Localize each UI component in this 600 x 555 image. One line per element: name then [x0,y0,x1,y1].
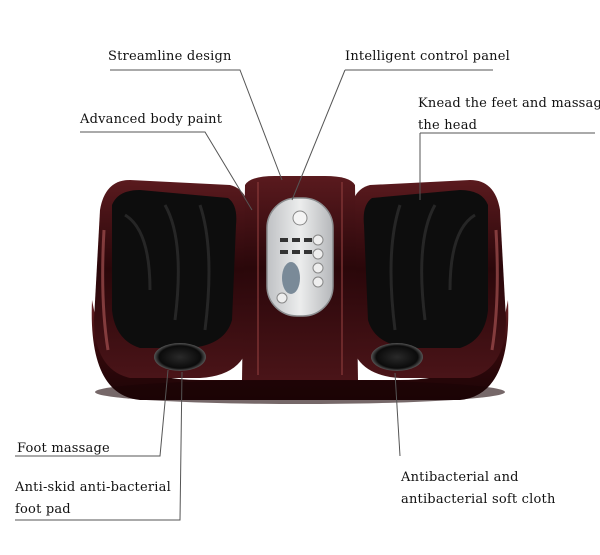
callout-body-paint: Advanced body paint [80,112,223,127]
callout-cloth-line1: Antibacterial and [401,470,519,485]
control-panel [266,197,334,317]
callout-antiskid-line2: foot pad [15,502,71,517]
callout-foot-massage: Foot massage [17,441,110,456]
callout-cloth-line2: antibacterial soft cloth [401,492,556,507]
callout-knead-line1: Knead the feet and massage [418,96,600,111]
callout-knead-line2: the head [418,118,478,133]
callout-control-panel: Intelligent control panel [345,49,510,64]
right-foot-chamber [350,180,506,378]
callout-leader-lines [15,69,595,521]
left-foot-chamber [94,180,250,378]
callout-streamline-design: Streamline design [108,49,232,64]
callout-antiskid-line1: Anti-skid anti-bacterial [15,480,171,495]
